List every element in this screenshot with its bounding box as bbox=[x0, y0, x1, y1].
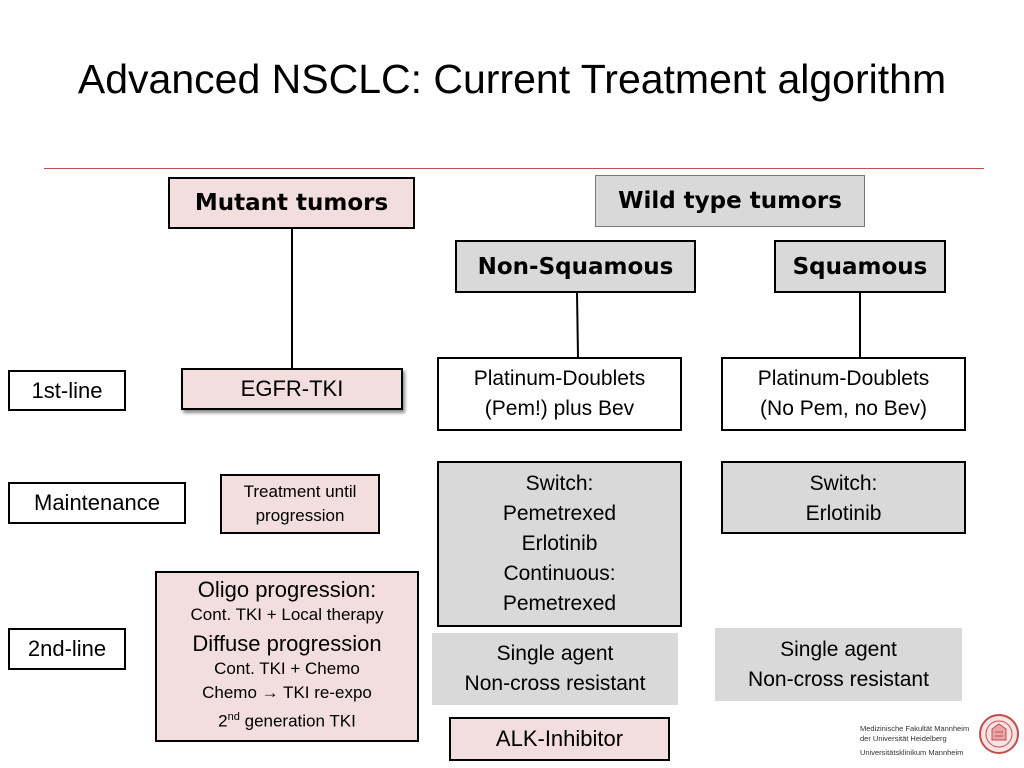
non-squamous-maint-line3: Erlotinib bbox=[521, 532, 598, 555]
row-label-maintenance-text: Maintenance bbox=[34, 490, 160, 515]
mutant-tumors-header: Mutant tumors bbox=[168, 177, 415, 229]
non-squamous-second-line-box: Single agent Non-cross resistant bbox=[432, 633, 678, 705]
squamous-maintenance-box: Switch: Erlotinib bbox=[721, 461, 966, 534]
non-squamous-maintenance-box: Switch: Pemetrexed Erlotinib Continuous:… bbox=[437, 461, 682, 627]
squamous-maint-line2: Erlotinib bbox=[805, 502, 882, 525]
gen-suffix: generation TKI bbox=[239, 711, 356, 731]
row-label-maintenance: Maintenance bbox=[8, 482, 186, 524]
treatment-until-line1: Treatment until bbox=[243, 482, 357, 501]
treatment-until-line2: progression bbox=[255, 506, 345, 525]
second-generation-tki-line: 2nd generation TKI bbox=[218, 705, 356, 734]
slide-title: Advanced NSCLC: Current Treatment algori… bbox=[77, 56, 947, 102]
squamous-header: Squamous bbox=[774, 240, 946, 293]
title-divider bbox=[44, 168, 984, 169]
non-squamous-platinum-box: Platinum-Doublets (Pem!) plus Bev bbox=[437, 357, 682, 431]
treatment-until-progression-box: Treatment until progression bbox=[220, 474, 380, 534]
egfr-tki-box: EGFR-TKI bbox=[181, 368, 403, 410]
gen-superscript: nd bbox=[227, 711, 240, 723]
gen-number: 2 bbox=[218, 711, 228, 731]
non-squamous-non-cross: Non-cross resistant bbox=[464, 672, 646, 695]
non-squamous-single-agent: Single agent bbox=[496, 642, 614, 665]
non-squamous-platinum-line1: Platinum-Doublets bbox=[473, 367, 646, 390]
row-label-second-line: 2nd-line bbox=[8, 628, 126, 670]
right-arrow-icon: → bbox=[261, 683, 279, 702]
squamous-platinum-box: Platinum-Doublets (No Pem, no Bev) bbox=[721, 357, 966, 431]
diffuse-progression-line1: Cont. TKI + Chemo bbox=[214, 659, 360, 678]
squamous-platinum-line1: Platinum-Doublets bbox=[757, 367, 930, 390]
squamous-non-cross: Non-cross resistant bbox=[748, 667, 929, 691]
non-squamous-maint-line5: Pemetrexed bbox=[502, 592, 617, 615]
squamous-second-line-box: Single agent Non-cross resistant bbox=[715, 628, 962, 701]
mutant-second-line-box: Oligo progression: Cont. TKI + Local the… bbox=[155, 571, 419, 742]
row-label-second-line-text: 2nd-line bbox=[27, 636, 107, 661]
diffuse-progression-heading: Diffuse progression bbox=[192, 631, 382, 656]
diffuse-progression-line2: Chemo → TKI re-expo bbox=[202, 681, 372, 705]
chemo-text: Chemo bbox=[202, 683, 262, 702]
oligo-progression-detail: Cont. TKI + Local therapy bbox=[190, 605, 384, 624]
non-squamous-maint-line2: Pemetrexed bbox=[502, 502, 617, 525]
non-squamous-platinum-line2: (Pem!) plus Bev bbox=[484, 397, 635, 420]
tki-reexpo-text: TKI re-expo bbox=[278, 683, 372, 702]
logo-line3: Universitätsklinikum Mannheim bbox=[860, 748, 964, 757]
non-squamous-maint-line4: Continuous: bbox=[503, 562, 616, 585]
logo-line2: der Universität Heidelberg bbox=[860, 734, 947, 743]
university-seal-icon bbox=[979, 714, 1019, 754]
alk-inhibitor-box: ALK-Inhibitor bbox=[449, 717, 670, 761]
alk-inhibitor-text: ALK-Inhibitor bbox=[495, 726, 624, 751]
egfr-tki-text: EGFR-TKI bbox=[240, 376, 344, 401]
wild-type-tumors-label: Wild type tumors bbox=[618, 188, 842, 214]
squamous-maint-line1: Switch: bbox=[809, 472, 878, 495]
row-label-first-line: 1st-line bbox=[8, 370, 126, 411]
non-squamous-maint-line1: Switch: bbox=[525, 472, 594, 495]
row-label-first-line-text: 1st-line bbox=[31, 377, 103, 403]
university-logo-text: Medizinische Fakultät Mannheim der Unive… bbox=[860, 724, 975, 758]
squamous-platinum-line2: (No Pem, no Bev) bbox=[760, 397, 927, 420]
wild-type-tumors-header: Wild type tumors bbox=[595, 175, 865, 227]
mutant-tumors-label: Mutant tumors bbox=[194, 190, 389, 216]
logo-line1: Medizinische Fakultät Mannheim bbox=[860, 724, 970, 733]
non-squamous-header: Non-Squamous bbox=[455, 240, 696, 293]
non-squamous-label: Non-Squamous bbox=[477, 253, 674, 280]
squamous-single-agent: Single agent bbox=[780, 637, 897, 661]
connector-nonsquamous-to-platinum bbox=[576, 291, 579, 358]
oligo-progression-heading: Oligo progression: bbox=[197, 577, 377, 602]
squamous-label: Squamous bbox=[792, 253, 928, 280]
